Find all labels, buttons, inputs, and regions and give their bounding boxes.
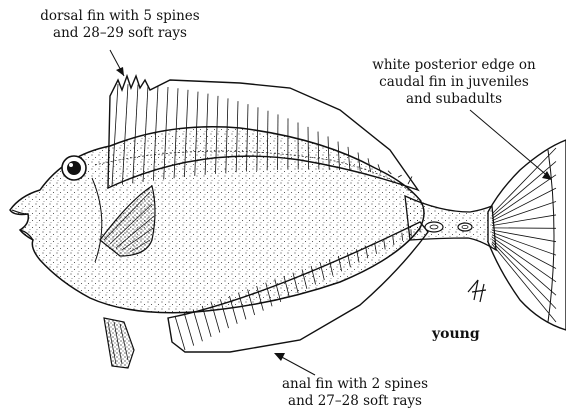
- anal-arrow: [274, 353, 315, 375]
- anal-annotation-line1: anal fin with 2 spines: [250, 376, 460, 393]
- caudal-fin-annotation: white posterior edge on caudal fin in ju…: [345, 57, 563, 108]
- caudal-fin: [488, 140, 566, 330]
- dorsal-arrow: [110, 50, 124, 76]
- dorsal-fin-annotation: dorsal fin with 5 spines and 28–29 soft …: [10, 8, 230, 42]
- dorsal-annotation-line2: and 28–29 soft rays: [10, 25, 230, 42]
- artist-signature: [468, 280, 486, 302]
- caudal-annotation-line1: white posterior edge on: [345, 57, 563, 74]
- life-stage-label: young: [432, 326, 480, 342]
- caudal-annotation-line2: caudal fin in juveniles: [345, 74, 563, 91]
- dorsal-annotation-line1: dorsal fin with 5 spines: [10, 8, 230, 25]
- eye: [62, 156, 86, 180]
- pelvic-fin: [104, 318, 134, 368]
- caudal-annotation-line3: and subadults: [345, 91, 563, 108]
- caudal-arrow: [470, 110, 552, 180]
- anal-fin-annotation: anal fin with 2 spines and 27–28 soft ra…: [250, 376, 460, 410]
- anal-annotation-line2: and 27–28 soft rays: [250, 393, 460, 410]
